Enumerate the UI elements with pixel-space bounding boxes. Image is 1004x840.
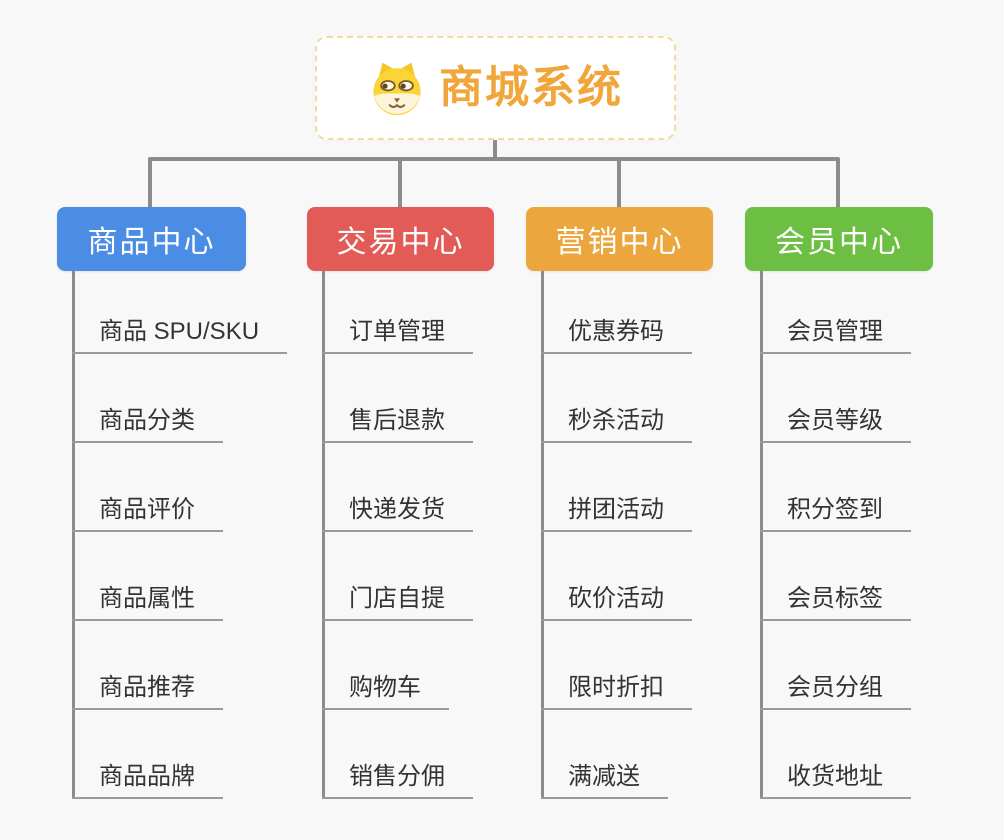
dog-face-icon bbox=[373, 62, 421, 116]
leaf-node[interactable]: 会员标签 bbox=[760, 532, 911, 621]
branch-spine-product bbox=[72, 271, 75, 799]
connector-drop-3 bbox=[617, 159, 621, 207]
leaf-node[interactable]: 限时折扣 bbox=[541, 621, 692, 710]
leaf-node[interactable]: 售后退款 bbox=[322, 354, 473, 443]
branch-header-trade[interactable]: 交易中心 bbox=[307, 207, 494, 271]
leaf-node[interactable]: 商品分类 bbox=[72, 354, 223, 443]
leaf-node[interactable]: 拼团活动 bbox=[541, 443, 692, 532]
leaf-node[interactable]: 销售分佣 bbox=[322, 710, 473, 799]
leaf-node[interactable]: 商品品牌 bbox=[72, 710, 223, 799]
leaf-node[interactable]: 会员管理 bbox=[760, 271, 911, 354]
branch-spine-trade bbox=[322, 271, 325, 799]
leaf-node[interactable]: 快递发货 bbox=[322, 443, 473, 532]
root-node[interactable]: 商城系统 bbox=[315, 36, 676, 140]
connector-drop-2 bbox=[398, 159, 402, 207]
branch-items-member: 会员管理会员等级积分签到会员标签会员分组收货地址 bbox=[760, 271, 911, 799]
leaf-node[interactable]: 砍价活动 bbox=[541, 532, 692, 621]
root-title: 商城系统 bbox=[439, 63, 623, 112]
leaf-node[interactable]: 会员分组 bbox=[760, 621, 911, 710]
branch-items-trade: 订单管理售后退款快递发货门店自提购物车销售分佣 bbox=[322, 271, 473, 799]
connector-root-stub bbox=[493, 140, 497, 159]
branch-spine-marketing bbox=[541, 271, 544, 799]
leaf-node[interactable]: 收货地址 bbox=[760, 710, 911, 799]
branch-items-marketing: 优惠券码秒杀活动拼团活动砍价活动限时折扣满减送 bbox=[541, 271, 692, 799]
connector-drop-1 bbox=[148, 159, 152, 207]
leaf-node[interactable]: 商品 SPU/SKU bbox=[72, 271, 288, 354]
leaf-node[interactable]: 优惠券码 bbox=[541, 271, 692, 354]
leaf-node[interactable]: 积分签到 bbox=[760, 443, 911, 532]
leaf-node[interactable]: 会员等级 bbox=[760, 354, 911, 443]
branch-spine-member bbox=[760, 271, 763, 799]
branch-header-member[interactable]: 会员中心 bbox=[745, 207, 933, 271]
branch-header-product[interactable]: 商品中心 bbox=[57, 207, 246, 271]
leaf-node[interactable]: 商品属性 bbox=[72, 532, 223, 621]
leaf-node[interactable]: 秒杀活动 bbox=[541, 354, 692, 443]
leaf-node[interactable]: 商品评价 bbox=[72, 443, 223, 532]
leaf-node[interactable]: 满减送 bbox=[541, 710, 668, 799]
branch-header-marketing[interactable]: 营销中心 bbox=[526, 207, 713, 271]
leaf-node[interactable]: 购物车 bbox=[322, 621, 449, 710]
connector-horizontal bbox=[148, 157, 840, 161]
leaf-node[interactable]: 商品推荐 bbox=[72, 621, 223, 710]
leaf-node[interactable]: 订单管理 bbox=[322, 271, 473, 354]
leaf-node[interactable]: 门店自提 bbox=[322, 532, 473, 621]
connector-drop-4 bbox=[836, 159, 840, 207]
